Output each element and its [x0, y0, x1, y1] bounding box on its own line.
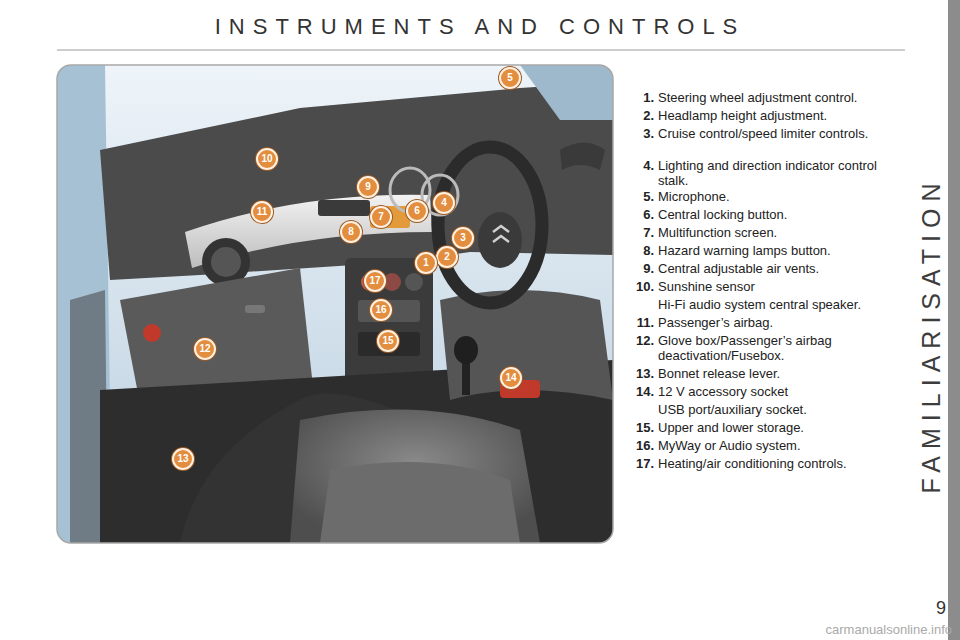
list-number: 14. — [626, 384, 654, 399]
callout-text: 11 — [257, 207, 268, 217]
side-tab: FAMILIARISATION — [914, 0, 960, 640]
list-text: Upper and lower storage. — [658, 420, 896, 435]
list-text: 12 V accessory socket — [658, 384, 896, 399]
callout-text: 16 — [375, 305, 386, 315]
list-text: Glove box/Passenger’s airbag deactivatio… — [658, 333, 896, 363]
list-number: 17. — [626, 456, 654, 471]
callout-number: 16 — [370, 299, 392, 321]
callout-number: 13 — [172, 448, 194, 470]
list-text: Heating/air conditioning controls. — [658, 456, 896, 471]
callout-number: 11 — [251, 201, 273, 223]
list-number: 5. — [626, 189, 654, 204]
list-text: Lighting and direction indicator control… — [658, 158, 896, 188]
list-text: Steering wheel adjustment control. — [658, 90, 896, 105]
list-text: Sunshine sensor — [658, 279, 896, 294]
callout-text: 1 — [423, 258, 429, 268]
list-text: Cruise control/speed limiter controls. — [658, 126, 896, 141]
callout-text: 12 — [199, 344, 210, 354]
list-text: Hazard warning lamps button. — [658, 243, 896, 258]
callout-number: 1 — [415, 252, 437, 274]
callout-number: 2 — [436, 246, 458, 268]
page-title: INSTRUMENTS AND CONTROLS — [0, 14, 960, 40]
callout-number: 3 — [452, 227, 474, 249]
callout-number: 12 — [194, 338, 216, 360]
list-number: 9. — [626, 261, 654, 276]
tab-strip — [948, 0, 960, 640]
callout-number: 8 — [340, 221, 362, 243]
list-number: 8. — [626, 243, 654, 258]
list-number: 7. — [626, 225, 654, 240]
list-number: 6. — [626, 207, 654, 222]
callout-text: 13 — [177, 454, 188, 464]
list-text: Bonnet release lever. — [658, 366, 896, 381]
callout-text: 9 — [365, 182, 371, 192]
title-rule — [57, 50, 905, 51]
callout-number: 9 — [357, 176, 379, 198]
list-number: 1. — [626, 90, 654, 105]
page-number: 9 — [900, 598, 946, 619]
tab-text: FAMILIARISATION — [917, 176, 946, 493]
callout-number: 10 — [256, 148, 278, 170]
callout-text: 6 — [414, 206, 420, 216]
callout-text: 5 — [507, 73, 513, 83]
callout-number: 5 — [499, 67, 521, 89]
list-number: 15. — [626, 420, 654, 435]
list-text: Central adjustable air vents. — [658, 261, 896, 276]
list-text: Microphone. — [658, 189, 896, 204]
callout-number: 17 — [364, 270, 386, 292]
callout-number: 4 — [433, 192, 455, 214]
callout-text: 4 — [441, 198, 447, 208]
callout-number: 15 — [377, 330, 399, 352]
callout-text: 3 — [460, 233, 466, 243]
callout-number: 14 — [500, 367, 522, 389]
list-text: Hi-Fi audio system central speaker. — [658, 297, 896, 312]
list-text: Central locking button. — [658, 207, 896, 222]
callout-number: 6 — [406, 200, 428, 222]
list-number: 11. — [626, 315, 654, 330]
list-number: 2. — [626, 108, 654, 123]
list-number: 12. — [626, 333, 654, 348]
interior-scene — [57, 65, 613, 543]
callout-text: 10 — [261, 154, 272, 164]
watermark: carmanualsonline.info — [760, 622, 952, 637]
callout-number: 7 — [370, 206, 392, 228]
list-text: USB port/auxiliary socket. — [658, 402, 896, 417]
callout-text: 17 — [369, 276, 380, 286]
list-number: 10. — [626, 279, 654, 294]
list-text: Passenger’s airbag. — [658, 315, 896, 330]
list-number: 16. — [626, 438, 654, 453]
callout-text: 7 — [378, 212, 384, 222]
callout-text: 2 — [444, 252, 450, 262]
callout-text: 14 — [505, 373, 516, 383]
callout-text: 15 — [382, 336, 393, 346]
list-text: Multifunction screen. — [658, 225, 896, 240]
list-number: 4. — [626, 158, 654, 173]
callout-text: 8 — [348, 227, 354, 237]
list-number: 13. — [626, 366, 654, 381]
list-text: MyWay or Audio system. — [658, 438, 896, 453]
list-number: 3. — [626, 126, 654, 141]
list-text: Headlamp height adjustment. — [658, 108, 896, 123]
